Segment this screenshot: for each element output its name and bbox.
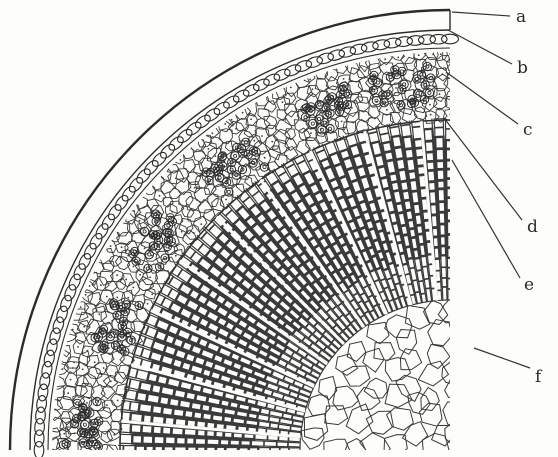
label-b: b: [517, 58, 528, 78]
label-a: a: [516, 7, 526, 27]
callout-b: b: [448, 30, 528, 78]
label-f: f: [535, 367, 543, 387]
tissue-quadrant: [10, 10, 476, 457]
callout-c: c: [446, 72, 533, 140]
label-c: c: [523, 120, 533, 140]
callout-e: e: [452, 160, 534, 295]
callouts: a b c d e f: [444, 7, 543, 387]
callout-a: a: [452, 7, 526, 27]
callout-f: f: [474, 348, 543, 387]
label-e: e: [524, 275, 534, 295]
label-d: d: [527, 217, 538, 237]
